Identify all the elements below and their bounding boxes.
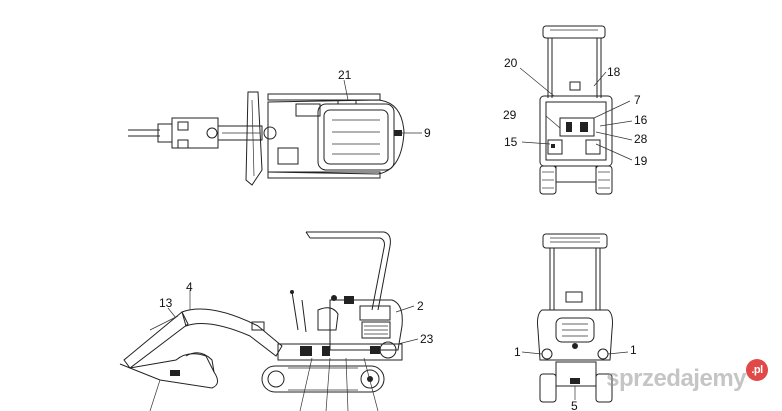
callout-2: 2 bbox=[417, 299, 424, 313]
callout-13: 13 bbox=[159, 296, 173, 310]
callout-16: 16 bbox=[634, 113, 648, 127]
callout-20: 20 bbox=[504, 56, 518, 70]
callout-15: 15 bbox=[504, 135, 518, 149]
front-view bbox=[521, 233, 629, 403]
callout-5: 5 bbox=[571, 399, 578, 411]
callout-29: 29 bbox=[503, 108, 517, 122]
callout-19: 19 bbox=[634, 154, 648, 168]
callout-1-left: 1 bbox=[514, 345, 521, 359]
callout-28: 28 bbox=[634, 132, 648, 146]
callout-21: 21 bbox=[338, 68, 352, 82]
watermark-text: sprzedajemy bbox=[606, 365, 746, 392]
rear-view bbox=[519, 25, 633, 195]
callout-1-right: 1 bbox=[630, 343, 637, 357]
callout-7: 7 bbox=[634, 93, 641, 107]
callout-9: 9 bbox=[424, 126, 431, 140]
callout-4: 4 bbox=[186, 280, 193, 294]
top-view bbox=[128, 79, 422, 186]
watermark-badge: .pl bbox=[746, 359, 768, 381]
callout-18: 18 bbox=[607, 65, 621, 79]
watermark: sprzedajemy .pl bbox=[606, 359, 768, 393]
side-view bbox=[119, 231, 419, 411]
callout-23: 23 bbox=[420, 332, 434, 346]
